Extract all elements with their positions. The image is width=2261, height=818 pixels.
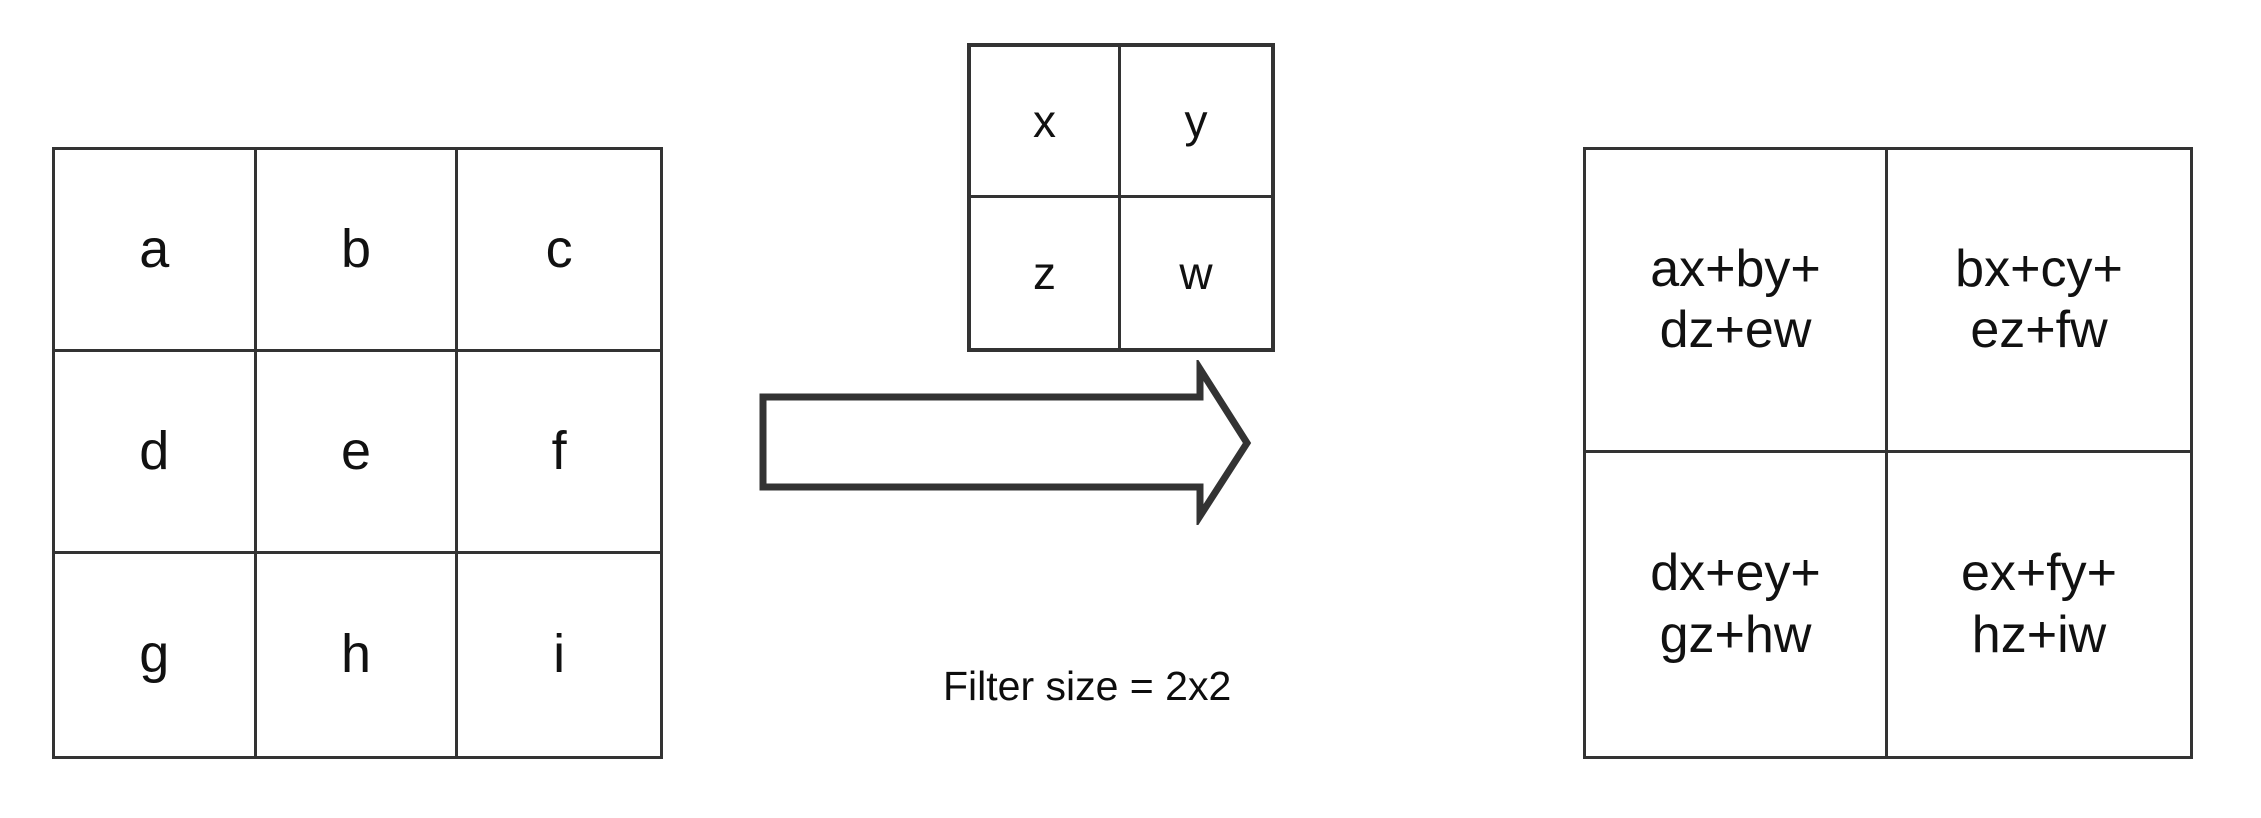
output-cell: ax+by+ dz+ew xyxy=(1586,150,1888,453)
input-cell: e xyxy=(256,352,459,554)
input-cell: b xyxy=(256,150,459,352)
output-cell: dx+ey+ gz+hw xyxy=(1586,453,1888,756)
input-cell: i xyxy=(553,624,566,685)
filter-cell: x xyxy=(971,47,1121,198)
filter-cell: w xyxy=(1179,246,1213,299)
input-cell: c xyxy=(458,150,660,352)
input-cell: g xyxy=(55,554,257,756)
input-matrix: a b c d e f g h i xyxy=(52,147,663,759)
output-cell: ex+fy+ hz+iw xyxy=(1960,544,2118,664)
output-matrix: ax+by+ dz+ew bx+cy+ ez+fw dx+ey+ gz+hw e… xyxy=(1583,147,2193,759)
filter-matrix: x y z w xyxy=(967,43,1275,352)
parameter-list: Filter size = 2x2 Stride = 1 Padding = 0 xyxy=(943,541,1413,818)
input-cell: h xyxy=(257,554,459,756)
filter-cell: y xyxy=(1121,47,1271,198)
param-filter-size: Filter size = 2x2 xyxy=(943,663,1232,710)
input-cell: d xyxy=(55,352,257,554)
filter-cell: z xyxy=(971,197,1121,348)
output-cell: bx+cy+ ez+fw xyxy=(1888,150,2190,453)
input-cell: f xyxy=(458,352,660,554)
right-arrow-icon xyxy=(755,360,1255,525)
input-cell: a xyxy=(55,150,257,352)
